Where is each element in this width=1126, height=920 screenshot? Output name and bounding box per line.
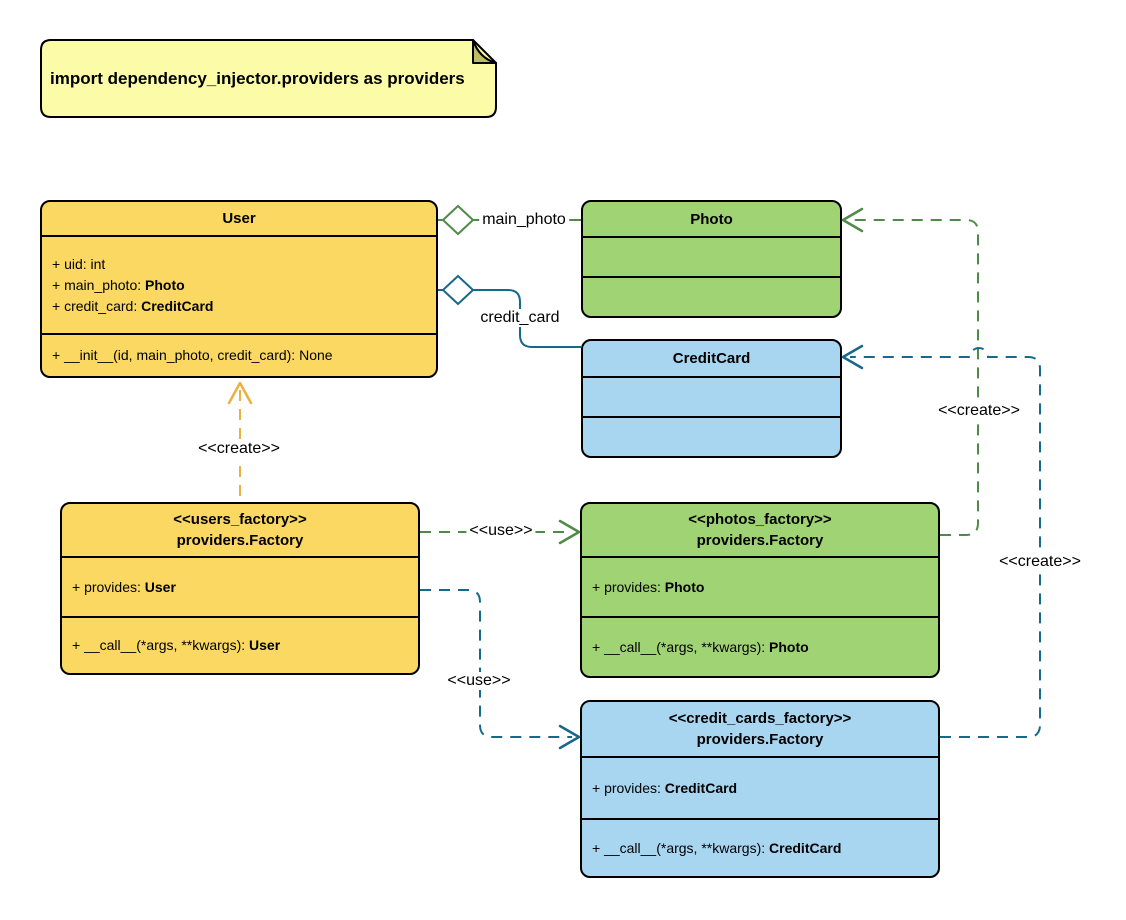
- edge-label-create-credit-card: <<create>>: [996, 553, 1084, 571]
- aggregation-diamond-credit-card: [441, 274, 475, 306]
- class-title: User: [222, 210, 256, 227]
- class-credit-cards-factory-methods: + __call__(*args, **kwargs): CreditCard: [582, 820, 938, 876]
- attribute-row: + provides: User: [72, 578, 176, 595]
- class-stereotype: <<credit_cards_factory>>: [668, 710, 852, 727]
- edge-users-factory-uses-credit-cards-factory: [420, 589, 581, 750]
- aggregation-diamond-main-photo: [441, 204, 475, 236]
- arrowhead-use-credit-cards-factory: [558, 724, 581, 750]
- arrowhead-create-user: [227, 381, 253, 405]
- attribute-row: + provides: Photo: [592, 578, 705, 595]
- class-stereotype: <<photos_factory>>: [688, 511, 832, 528]
- method-row: + __call__(*args, **kwargs): Photo: [592, 638, 809, 655]
- edge-photos-factory-creates-photo: [841, 207, 979, 536]
- edge-label-credit-card: credit_card: [477, 309, 563, 327]
- class-credit-card: CreditCard: [581, 339, 842, 458]
- class-users-factory-methods: + __call__(*args, **kwargs): User: [62, 618, 418, 673]
- class-credit-card-header: CreditCard: [583, 341, 840, 378]
- class-title: providers.Factory: [176, 532, 304, 549]
- class-title: providers.Factory: [696, 731, 824, 748]
- class-user-attributes: + uid: int + main_photo: Photo + credit_…: [42, 237, 436, 335]
- class-photos-factory-attributes: + provides: Photo: [582, 558, 938, 618]
- class-photos-factory-header: <<photos_factory>> providers.Factory: [582, 504, 938, 558]
- method-row: + __init__(id, main_photo, credit_card):…: [52, 347, 333, 363]
- class-users-factory: <<users_factory>> providers.Factory + pr…: [60, 502, 420, 675]
- method-row: + __call__(*args, **kwargs): CreditCard: [592, 839, 842, 856]
- note: import dependency_injector.providers as …: [40, 39, 497, 118]
- arrowhead-create-photo: [841, 207, 864, 233]
- class-credit-cards-factory-attributes: + provides: CreditCard: [582, 758, 938, 820]
- note-fold-corner: [472, 39, 497, 64]
- attribute-row: + main_photo: Photo: [52, 276, 185, 293]
- arrowhead-use-photos-factory: [558, 519, 581, 545]
- class-credit-cards-factory: <<credit_cards_factory>> providers.Facto…: [580, 700, 940, 878]
- method-row: + __call__(*args, **kwargs): User: [72, 637, 281, 653]
- edge-label-main-photo: main_photo: [479, 211, 569, 229]
- edge-label-create-photo: <<create>>: [935, 402, 1023, 420]
- class-photo-methods: [583, 278, 840, 316]
- class-user-header: User: [42, 202, 436, 237]
- class-title: providers.Factory: [696, 532, 824, 549]
- class-user: User + uid: int + main_photo: Photo + cr…: [40, 200, 438, 378]
- class-photos-factory: <<photos_factory>> providers.Factory + p…: [580, 502, 940, 678]
- class-photo: Photo: [581, 200, 842, 318]
- class-photo-header: Photo: [583, 202, 840, 238]
- note-text: import dependency_injector.providers as …: [50, 68, 465, 88]
- attribute-row: + uid: int: [52, 255, 106, 272]
- class-title: Photo: [690, 210, 733, 228]
- class-photo-attributes: [583, 238, 840, 278]
- arrowhead-create-credit-card: [841, 344, 864, 370]
- class-title: CreditCard: [672, 350, 751, 367]
- class-credit-cards-factory-header: <<credit_cards_factory>> providers.Facto…: [582, 702, 938, 758]
- class-credit-card-methods: [583, 418, 840, 456]
- edge-label-create-user: <<create>>: [195, 440, 283, 458]
- edge-label-use-photos-factory: <<use>>: [466, 522, 536, 540]
- class-credit-card-attributes: [583, 378, 840, 418]
- attribute-row: + provides: CreditCard: [592, 779, 738, 796]
- class-photos-factory-methods: + __call__(*args, **kwargs): Photo: [582, 618, 938, 676]
- attribute-row: + credit_card: CreditCard: [52, 297, 214, 314]
- edge-label-use-credit-cards-factory: <<use>>: [444, 672, 514, 690]
- class-users-factory-attributes: + provides: User: [62, 558, 418, 618]
- class-stereotype: <<users_factory>>: [173, 511, 307, 528]
- note-shape: [40, 39, 497, 118]
- class-user-methods: + __init__(id, main_photo, credit_card):…: [42, 335, 436, 376]
- class-users-factory-header: <<users_factory>> providers.Factory: [62, 504, 418, 558]
